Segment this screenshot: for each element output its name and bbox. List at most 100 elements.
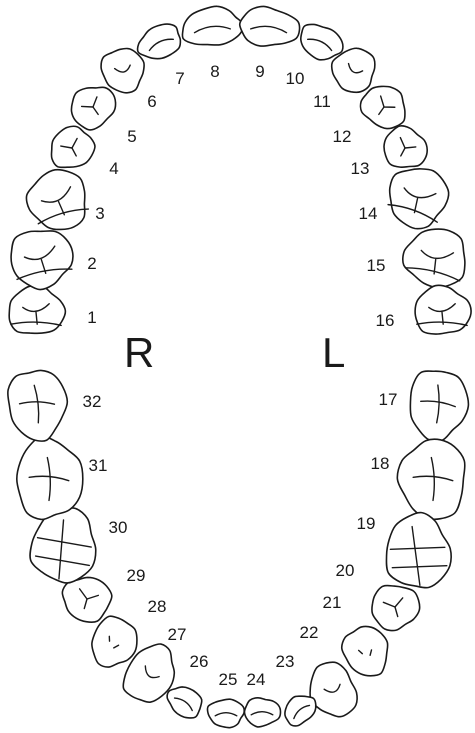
tooth-number-label: 7: [175, 69, 184, 88]
tooth-23[interactable]: [278, 688, 321, 730]
tooth-outline: [6, 369, 69, 442]
left-side-label: L: [322, 329, 345, 376]
tooth-groove: [389, 546, 446, 551]
tooth-27[interactable]: [117, 635, 187, 710]
tooth-groove: [420, 400, 456, 408]
tooth-groove: [37, 208, 90, 225]
tooth-8[interactable]: [180, 4, 245, 49]
tooth-2[interactable]: [6, 224, 79, 295]
tooth-number-label: 19: [357, 514, 376, 533]
tooth-1[interactable]: [8, 284, 67, 335]
tooth-groove: [357, 649, 364, 655]
tooth-13[interactable]: [376, 121, 434, 178]
tooth-31[interactable]: [15, 435, 84, 521]
tooth-24[interactable]: [243, 696, 282, 728]
tooth-32[interactable]: [6, 369, 70, 444]
tooth-outline: [122, 643, 176, 704]
tooth-number-label: 17: [379, 390, 398, 409]
tooth-25[interactable]: [206, 698, 245, 729]
tooth-number-label: 27: [168, 625, 187, 644]
tooth-outline: [396, 438, 466, 521]
tooth-outline: [340, 625, 389, 677]
tooth-groove: [428, 303, 456, 313]
tooth-groove: [34, 555, 91, 567]
tooth-20[interactable]: [366, 578, 425, 635]
tooth-outline: [414, 284, 472, 335]
tooth-groove: [420, 249, 455, 260]
tooth-outline: [401, 228, 466, 289]
tooth-outline: [100, 47, 145, 94]
tooth-groove: [323, 683, 341, 693]
tooth-30[interactable]: [27, 504, 100, 586]
tooth-groove: [391, 565, 448, 569]
tooth-number-label: 13: [351, 159, 370, 178]
tooth-21[interactable]: [337, 620, 398, 684]
tooth-outline: [181, 5, 244, 46]
tooth-groove: [214, 711, 238, 717]
tooth-outline: [243, 696, 282, 728]
tooth-groove: [293, 704, 311, 720]
tooth-groove: [369, 649, 373, 656]
tooth-groove: [144, 665, 160, 679]
tooth-number-label: 30: [109, 518, 128, 537]
tooth-5[interactable]: [63, 76, 124, 136]
tooth-groove: [28, 475, 70, 482]
tooth-outline: [166, 686, 203, 719]
tooth-groove: [250, 25, 288, 34]
tooth-groove: [16, 268, 73, 281]
tooth-groove: [58, 519, 65, 580]
tooth-18[interactable]: [396, 438, 466, 521]
tooth-number-label: 26: [190, 652, 209, 671]
tooth-groove: [113, 64, 131, 73]
tooth-14[interactable]: [380, 159, 455, 235]
tooth-groove: [306, 38, 333, 52]
tooth-11[interactable]: [325, 41, 380, 97]
tooth-outline: [359, 85, 406, 130]
tooth-number-label: 31: [89, 456, 108, 475]
tooth-12[interactable]: [355, 77, 416, 137]
tooth-outline: [383, 125, 428, 169]
tooth-groove: [23, 245, 56, 261]
tooth-groove: [46, 456, 52, 502]
tooth-7[interactable]: [132, 19, 186, 67]
tooth-number-label: 28: [148, 597, 167, 616]
tooth-groove: [36, 536, 92, 548]
tooth-groove: [18, 401, 56, 405]
tooth-number-label: 1: [87, 308, 96, 327]
tooth-16[interactable]: [414, 284, 472, 335]
tooth-groove: [22, 303, 50, 313]
tooth-15[interactable]: [398, 222, 472, 292]
tooth-number-label: 2: [87, 254, 96, 273]
tooth-3[interactable]: [20, 163, 95, 239]
tooth-19[interactable]: [381, 510, 454, 592]
tooth-28[interactable]: [84, 612, 145, 676]
tooth-number-label: 8: [210, 62, 219, 81]
tooth-6[interactable]: [97, 43, 152, 99]
tooth-number-label: 18: [371, 454, 390, 473]
tooth-26[interactable]: [161, 679, 207, 723]
tooth-groove: [394, 606, 399, 618]
tooth-outline: [8, 284, 67, 335]
tooth-groove: [108, 635, 111, 642]
tooth-number-label: 11: [313, 92, 331, 111]
tooth-9[interactable]: [238, 4, 302, 50]
tooth-10[interactable]: [294, 19, 349, 68]
tooth-number-label: 3: [95, 204, 104, 223]
tooth-outline: [25, 168, 86, 231]
tooth-outline: [284, 695, 317, 727]
tooth-number-label: 14: [359, 204, 378, 223]
tooth-number-label: 20: [336, 561, 355, 580]
tooth-number-label: 6: [147, 92, 156, 111]
tooth-number-label: 21: [323, 593, 342, 612]
tooth-number-label: 10: [286, 69, 305, 88]
tooth-number-label: 32: [83, 392, 102, 411]
tooth-number-label: 12: [333, 127, 352, 146]
tooth-29[interactable]: [56, 571, 115, 627]
tooth-17[interactable]: [408, 369, 471, 443]
tooth-number-label: 23: [276, 652, 295, 671]
tooth-4[interactable]: [42, 120, 101, 177]
tooth-outline: [388, 168, 450, 230]
tooth-groove: [148, 38, 175, 52]
